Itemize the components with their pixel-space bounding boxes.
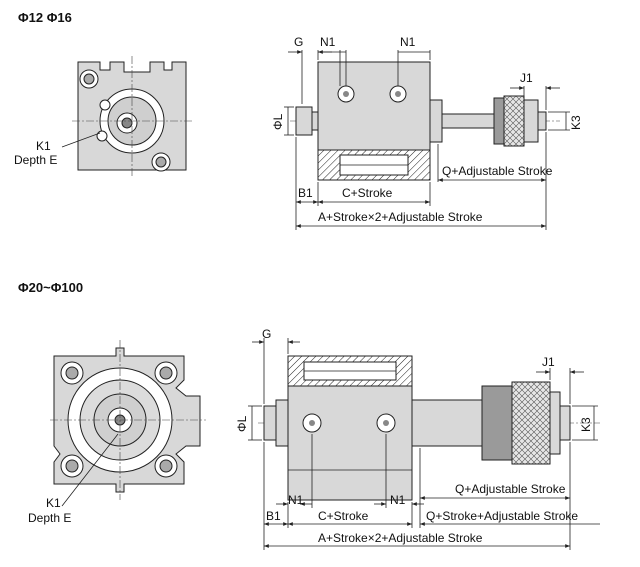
bottom-q-stroke-adj-label: Q+Stroke+Adjustable Stroke	[426, 509, 578, 523]
top-front-view	[61, 56, 192, 178]
bottom-n1b-label: N1	[390, 493, 406, 507]
top-n1b-label: N1	[400, 35, 416, 49]
top-k3-label: K3	[569, 115, 583, 130]
top-dimensions	[284, 50, 570, 230]
bottom-total-label: A+Stroke×2+Adjustable Stroke	[318, 531, 483, 545]
top-phi-l-label: ΦL	[271, 113, 285, 130]
bottom-k1-label: K1	[46, 496, 61, 510]
top-g-label: G	[294, 35, 303, 49]
top-c-stroke-label: C+Stroke	[342, 186, 393, 200]
bottom-n1a-label: N1	[288, 493, 304, 507]
bottom-j1-label: J1	[542, 355, 555, 369]
header-top: Φ12 Φ16	[18, 10, 72, 25]
top-q-adj-label: Q+Adjustable Stroke	[442, 164, 553, 178]
bottom-g-label: G	[262, 327, 271, 341]
top-b1-label: B1	[298, 186, 313, 200]
bottom-c-stroke-label: C+Stroke	[318, 509, 369, 523]
bottom-k3-label: K3	[579, 417, 593, 432]
top-side-view	[290, 61, 560, 181]
top-k1-label: K1	[36, 139, 51, 153]
top-n1a-label: N1	[320, 35, 336, 49]
bottom-front-view	[50, 340, 206, 507]
bottom-dimensions	[248, 338, 600, 550]
bottom-q-adj-label: Q+Adjustable Stroke	[455, 482, 566, 496]
header-bottom: Φ20~Φ100	[18, 280, 83, 295]
bottom-depth-label: Depth E	[28, 511, 71, 525]
bottom-b1-label: B1	[266, 509, 281, 523]
top-depth-label: Depth E	[14, 153, 57, 167]
top-j1-label: J1	[520, 71, 533, 85]
bottom-side-view	[258, 355, 600, 501]
top-total-label: A+Stroke×2+Adjustable Stroke	[318, 210, 483, 224]
bottom-phi-l-label: ΦL	[235, 415, 249, 432]
